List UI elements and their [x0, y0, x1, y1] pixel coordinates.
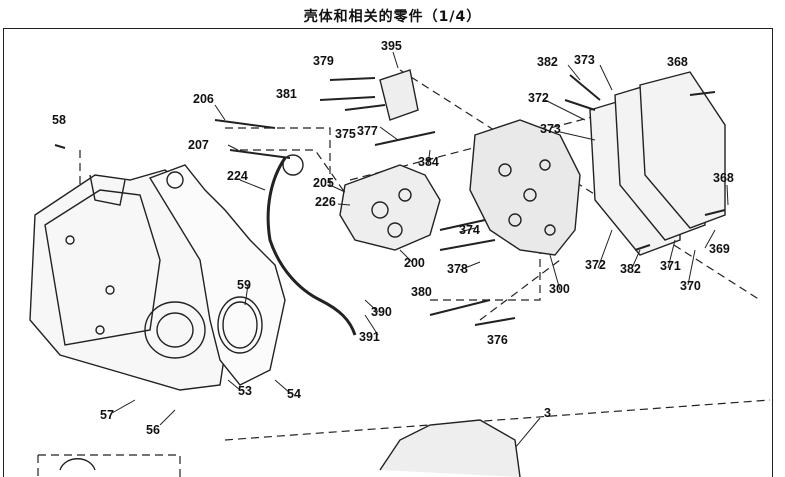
callout-381: 381	[276, 87, 297, 101]
callout-3: 3	[544, 406, 551, 420]
callout-380: 380	[411, 285, 432, 299]
wiring-harness	[266, 157, 357, 336]
callout-390: 390	[371, 305, 392, 319]
callout-375: 375	[335, 127, 356, 141]
callout-58: 58	[52, 113, 66, 127]
callout-53: 53	[238, 384, 252, 398]
callout-372-bottom: 372	[585, 258, 606, 272]
callout-57: 57	[100, 408, 114, 422]
callout-59: 59	[237, 278, 251, 292]
connector	[282, 154, 304, 176]
callout-373-top: 373	[574, 53, 595, 67]
assembly-dash-lines	[37, 69, 771, 477]
callout-382-bottom: 382	[620, 262, 641, 276]
spacer-plates	[589, 71, 726, 256]
callout-384: 384	[418, 155, 439, 169]
callout-56: 56	[146, 423, 160, 437]
callout-372-top: 372	[528, 91, 549, 105]
solenoid-body	[339, 164, 441, 251]
callout-206: 206	[193, 92, 214, 106]
plate-395	[379, 69, 419, 121]
callout-395: 395	[381, 39, 402, 53]
callout-205: 205	[313, 176, 334, 190]
callout-382-top: 382	[537, 55, 558, 69]
callout-374: 374	[459, 223, 480, 237]
callout-200: 200	[404, 256, 425, 270]
callout-368-right: 368	[713, 171, 734, 185]
callout-373-mid: 373	[540, 122, 561, 136]
callout-376: 376	[487, 333, 508, 347]
callout-371: 371	[660, 259, 681, 273]
diagram-frame	[3, 28, 773, 477]
transaxle-partial	[59, 419, 521, 477]
callout-391: 391	[359, 330, 380, 344]
cover-gasket	[148, 164, 286, 386]
callout-378: 378	[447, 262, 468, 276]
callout-54: 54	[287, 387, 301, 401]
callout-369: 369	[709, 242, 730, 256]
callout-224: 224	[227, 169, 248, 183]
callout-207: 207	[188, 138, 209, 152]
callout-377: 377	[357, 124, 378, 138]
valve-body	[469, 119, 581, 256]
page-title: 壳体和相关的零件（1/4）	[303, 9, 482, 25]
callout-300: 300	[549, 282, 570, 296]
callout-370: 370	[680, 279, 701, 293]
callout-368-top: 368	[667, 55, 688, 69]
callout-379: 379	[313, 54, 334, 68]
bolts	[54, 74, 726, 326]
callout-226: 226	[315, 195, 336, 209]
